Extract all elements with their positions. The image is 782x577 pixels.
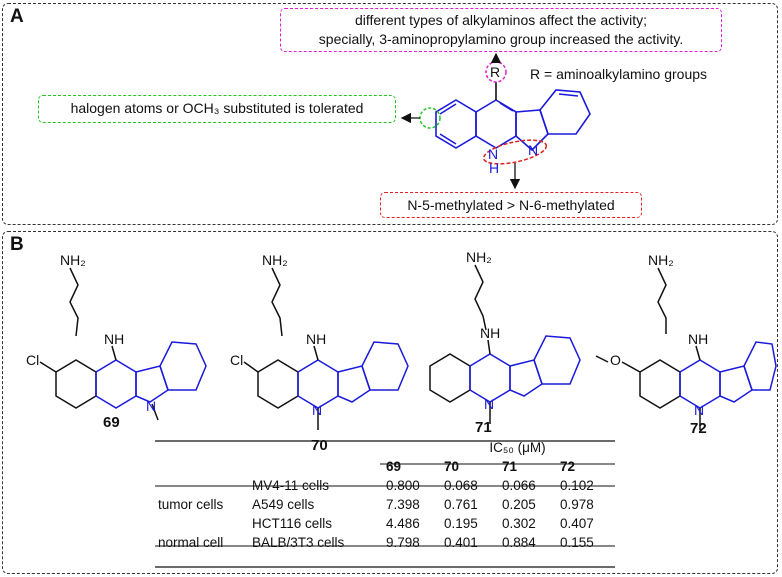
halogen-note: halogen atoms or OCH₃ substituted is tol… — [70, 100, 364, 116]
n-71: N — [484, 396, 495, 412]
methyl-callout: N-5-methylated > N-6-methylated — [380, 192, 642, 218]
halogen-callout: halogen atoms or OCH₃ substituted is tol… — [38, 95, 396, 123]
value: 0.800 — [386, 478, 420, 493]
value: 7.398 — [386, 497, 420, 512]
value: 0.102 — [560, 478, 594, 493]
table-header-row: IC₅₀ (μM) — [155, 438, 615, 457]
value: 0.407 — [560, 516, 594, 531]
value: 0.302 — [502, 516, 536, 531]
activity-note-line1: different types of alkylaminos affect th… — [354, 12, 648, 28]
col-72: 72 — [560, 459, 576, 474]
ring-mid-a — [475, 99, 517, 149]
value: 0.068 — [444, 478, 478, 493]
structure-71 — [429, 264, 581, 424]
col-70: 70 — [444, 459, 460, 474]
group-normal: normal cell — [158, 535, 224, 550]
activity-callout: different types of alkylaminos affect th… — [280, 8, 722, 52]
group-tumor: tumor cells — [158, 497, 224, 512]
activity-note-line2: specially, 3-aminopropylamino group incr… — [318, 31, 684, 47]
n-69: N — [146, 398, 157, 414]
compound-label-69: 69 — [103, 414, 120, 431]
table-row: normal cell BALB/3T3 cells 9.798 0.401 0… — [155, 533, 615, 552]
ring-nh-a: N — [488, 146, 499, 162]
value: 0.205 — [502, 497, 536, 512]
ring-right-a — [539, 89, 591, 135]
amine-71: NH₂ — [466, 249, 492, 265]
panel-a — [2, 3, 778, 225]
table-row: A549 cells 7.398 0.761 0.205 0.978 — [155, 495, 615, 514]
nh-72: NH — [688, 331, 709, 347]
r-definition: R = aminoalkylamino groups — [530, 66, 708, 82]
value: 4.486 — [386, 516, 420, 531]
ring-five-a — [515, 109, 549, 152]
amine-69: NH₂ — [60, 252, 86, 268]
substituent-72: O — [610, 352, 621, 368]
panel-b — [2, 231, 778, 574]
substituent-69: Cl — [26, 352, 40, 368]
col-71: 71 — [502, 459, 518, 474]
n-highlight — [482, 139, 548, 165]
value: 9.798 — [386, 535, 420, 550]
nh-69: NH — [104, 331, 125, 347]
nh-70: NH — [306, 331, 327, 347]
value: 0.195 — [444, 516, 478, 531]
substituent-70: Cl — [230, 352, 244, 368]
structure-70 — [243, 267, 409, 430]
nh-71: NH — [480, 325, 501, 341]
compound-label-72: 72 — [690, 420, 707, 437]
ic50-table: IC₅₀ (μM) 69 70 71 72 tumor cells MV4-11… — [155, 438, 615, 552]
value: 0.978 — [560, 497, 594, 512]
cell-line: MV4-11 cells — [252, 478, 330, 493]
r-label: R — [490, 64, 501, 80]
n-70: N — [312, 402, 323, 418]
panel-a-label: A — [10, 6, 24, 27]
core-structure-a — [435, 89, 591, 152]
table-row: tumor cells MV4-11 cells 0.800 0.068 0.0… — [155, 476, 615, 512]
table-column-row: 69 70 71 72 — [155, 457, 615, 476]
amine-70: NH₂ — [262, 252, 288, 268]
table-row: HCT116 cells 4.486 0.195 0.302 0.407 — [155, 514, 615, 533]
ic50-header: IC₅₀ (μM) — [489, 440, 546, 455]
structure-72 — [595, 267, 777, 430]
ring-h-a: H — [489, 160, 500, 176]
methyl-note: N-5-methylated > N-6-methylated — [407, 197, 615, 213]
value: 0.066 — [502, 478, 536, 493]
cell-line: A549 cells — [252, 497, 315, 512]
compound-label-71: 71 — [475, 419, 492, 436]
compound-label-70: 70 — [311, 437, 328, 454]
structure-69 — [39, 267, 207, 421]
ring-left-a — [435, 99, 477, 149]
panel-b-label: B — [10, 234, 24, 255]
value: 0.155 — [560, 535, 594, 550]
cell-line: BALB/3T3 cells — [252, 535, 345, 550]
ring-n-a: N — [528, 142, 539, 158]
col-69: 69 — [386, 459, 402, 474]
n-72: N — [694, 402, 705, 418]
cell-line: HCT116 cells — [252, 516, 333, 531]
value: 0.401 — [444, 535, 478, 550]
amine-72: NH₂ — [648, 252, 674, 268]
value: 0.761 — [444, 497, 478, 512]
value: 0.884 — [502, 535, 536, 550]
